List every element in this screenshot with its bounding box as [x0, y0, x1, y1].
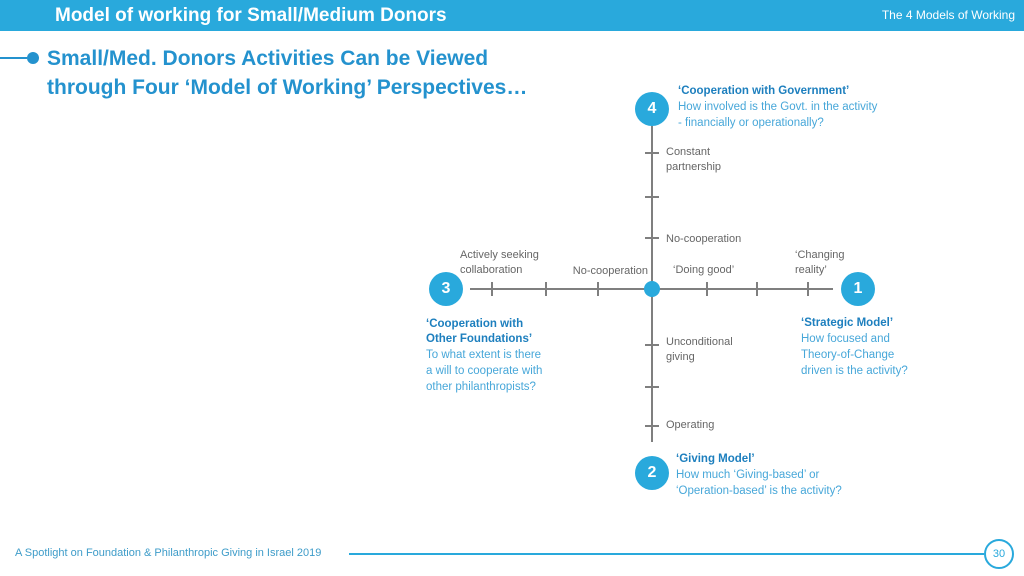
model-4-desc-line: - financially or operationally? [678, 117, 824, 129]
label-changing-reality: ‘Changing reality’ [795, 249, 845, 276]
header-right-label: The 4 Models of Working [881, 8, 1015, 22]
axis-tick [545, 282, 547, 296]
model-3-desc-line: To what extent is there [426, 349, 542, 361]
axis-tick [645, 237, 659, 239]
label-constant-partnership: Constant partnership [666, 146, 722, 173]
bullet-line [0, 57, 27, 59]
model-4-title: ‘Cooperation with Government’ [678, 85, 850, 97]
model-4-desc-line: How involved is the Govt. in the activit… [678, 101, 878, 113]
axis-tick [706, 282, 708, 296]
model-4-text: ‘Cooperation with Government’ How involv… [678, 84, 877, 131]
header-title: Model of working for Small/Medium Donors [55, 5, 447, 26]
label-no-cooperation-vertical: No-cooperation [666, 233, 742, 245]
model-2-desc-line: How much ‘Giving-based’ or [676, 469, 820, 481]
model-2-number-badge: 2 [635, 456, 669, 490]
model-2-text: ‘Giving Model’ How much ‘Giving-based’ o… [676, 452, 842, 499]
model-4-number-badge: 4 [635, 92, 669, 126]
label-operating: Operating [666, 419, 715, 431]
model-2-title: ‘Giving Model’ [676, 453, 755, 465]
label-no-cooperation-horizontal: No-cooperation [572, 265, 648, 277]
model-3-desc-line: a will to cooperate with [426, 365, 543, 377]
page-number-badge: 30 [984, 539, 1014, 569]
model-1-title: ‘Strategic Model’ [801, 317, 894, 329]
model-3-text: ‘Cooperation with Other Foundations’ To … [426, 317, 542, 395]
axis-tick [645, 344, 659, 346]
model-2-desc-line: ‘Operation-based’ is the activity? [676, 485, 842, 497]
header-bar [0, 0, 1024, 31]
model-1-desc-line: Theory-of-Change [801, 349, 895, 361]
footer-text: A Spotlight on Foundation & Philanthropi… [15, 547, 322, 559]
axis-center-dot [644, 281, 660, 297]
model-1-desc-line: How focused and [801, 333, 890, 345]
label-unconditional-giving: Unconditional giving [666, 336, 733, 363]
axis-tick [597, 282, 599, 296]
model-3-title-line: ‘Cooperation with [426, 318, 524, 330]
slide-title-line-2: through Four ‘Model of Working’ Perspect… [47, 76, 528, 99]
slide-title-line-1: Small/Med. Donors Activities Can be View… [47, 47, 489, 70]
axis-tick [645, 196, 659, 198]
model-1-text: ‘Strategic Model’ How focused and Theory… [801, 316, 908, 379]
model-1-desc-line: driven is the activity? [801, 365, 908, 377]
axis-tick [807, 282, 809, 296]
slide-title: Small/Med. Donors Activities Can be View… [47, 44, 527, 102]
model-3-desc-line: other philanthropists? [426, 381, 536, 393]
model-1-number-badge: 1 [841, 272, 875, 306]
label-actively-seeking: Actively seeking collaboration [460, 249, 539, 276]
axis-tick [491, 282, 493, 296]
label-doing-good: ‘Doing good’ [673, 264, 735, 276]
model-3-title-line: Other Foundations’ [426, 333, 533, 345]
axis-tick [645, 386, 659, 388]
axis-tick [645, 152, 659, 154]
model-3-number-badge: 3 [429, 272, 463, 306]
bullet-dot-icon [27, 52, 39, 64]
footer-line [349, 553, 984, 555]
axis-tick [645, 425, 659, 427]
axis-tick [756, 282, 758, 296]
